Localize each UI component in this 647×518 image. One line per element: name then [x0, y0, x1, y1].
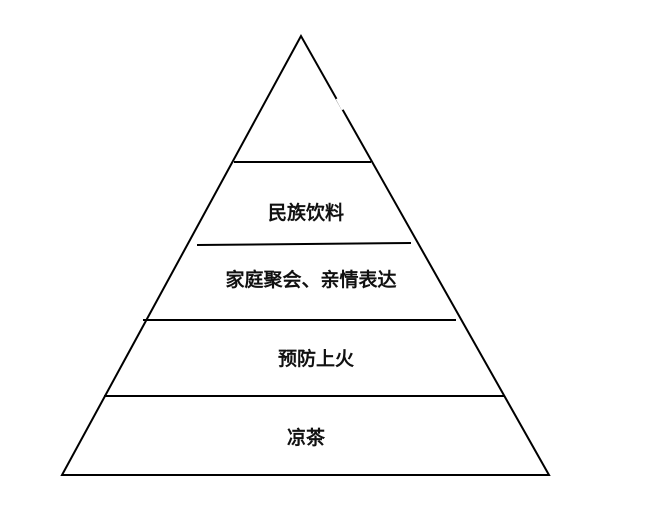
layer-label-prevent-heat: 预防上火 [278, 347, 355, 370]
edge-gap [335, 96, 347, 111]
layer-label-family-gathering: 家庭聚会、亲情表达 [225, 268, 396, 291]
layer-label-ethnic-drink: 民族饮料 [268, 201, 344, 224]
layer-label-herbal-tea: 凉茶 [287, 426, 326, 449]
divider-2 [196, 242, 412, 246]
pyramid-outline [60, 33, 551, 476]
